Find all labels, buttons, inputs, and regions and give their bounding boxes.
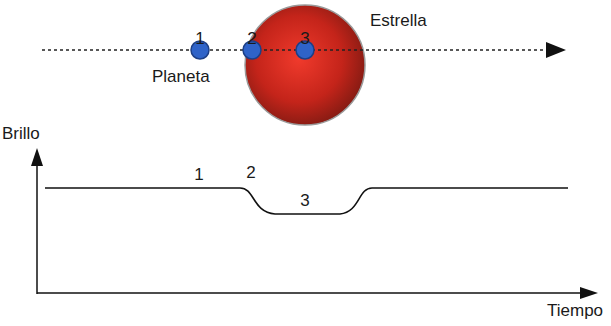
callout-number: 2	[244, 163, 257, 182]
axis-label: Brillo	[2, 124, 40, 143]
planet-label: Planeta	[152, 67, 210, 86]
axis-arrowhead	[580, 287, 598, 299]
light-curve	[45, 188, 568, 214]
callout-number: 2	[247, 29, 256, 48]
star-label: Estrella	[370, 11, 427, 30]
x-axis	[37, 292, 584, 294]
callout-number: 3	[300, 29, 309, 48]
callout-number: 1	[192, 165, 205, 184]
callout-number: 1	[195, 29, 204, 48]
axis-label: Tiempo	[547, 301, 603, 320]
axis-arrowhead	[31, 148, 43, 166]
callout-number: 3	[298, 191, 311, 210]
path-arrowhead	[546, 42, 566, 58]
star-disc	[245, 5, 365, 125]
y-axis	[36, 160, 38, 294]
